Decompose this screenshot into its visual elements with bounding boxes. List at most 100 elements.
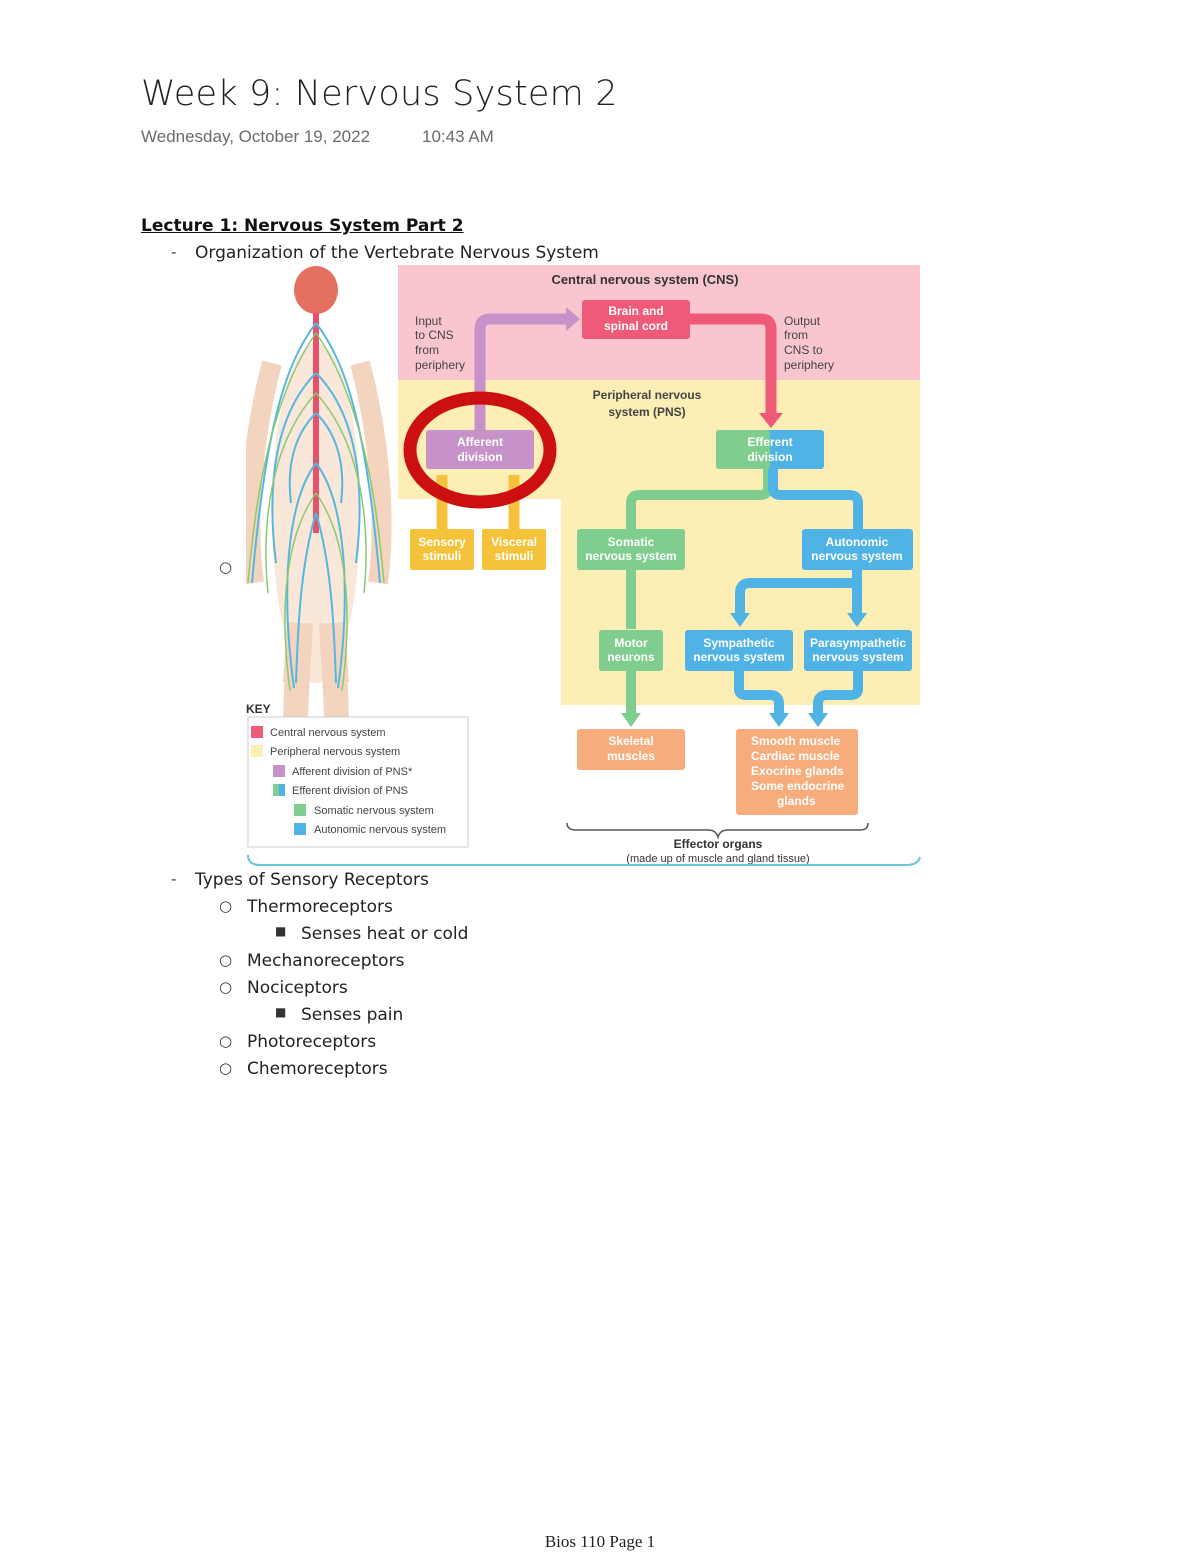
output-label-2: from [784, 328, 808, 342]
square-bullet: ■ [275, 924, 287, 938]
nociceptors-note: Senses pain [301, 1005, 404, 1025]
afferent-arrow [474, 313, 568, 433]
highlight-ring [403, 391, 557, 509]
key-label-efferent: Efferent division of PNS [292, 785, 408, 797]
effector-item-5: glands [777, 794, 816, 808]
page-footer: Bios 110 Page 1 [544, 1532, 656, 1551]
afferent-division-box [426, 430, 534, 469]
brain-label-line2: spinal cord [604, 319, 668, 333]
effector-arrowhead-right [808, 713, 828, 727]
key-label-cns: Central nervous system [270, 727, 386, 739]
effector-item-1: Smooth muscle [751, 734, 841, 748]
input-label-3: from [415, 343, 439, 357]
visceral-label-2: stimuli [495, 549, 534, 563]
motor-neurons-box [599, 630, 663, 671]
circle-bullet: ○ [219, 978, 233, 996]
afferent-label-1: Afferent [457, 435, 503, 449]
key-title: KEY [246, 702, 271, 716]
autonomic-branch [768, 469, 863, 529]
autonomic-nervous-system-box [802, 529, 913, 570]
efferent-arrow [690, 313, 777, 415]
sympathetic-label-2: nervous system [693, 650, 784, 664]
key-swatch-afferent [273, 765, 285, 777]
output-label-1: Output [784, 314, 821, 328]
somatic-nervous-system-box [577, 529, 685, 570]
sympathetic-label-1: Sympathetic [703, 636, 775, 650]
circle-bullet: ○ [219, 1032, 233, 1050]
effector-brace [566, 822, 869, 840]
sympathetic-arrowhead [730, 613, 750, 627]
output-label-3: CNS to [784, 343, 823, 357]
efferent-arrowhead [759, 413, 783, 428]
dash-bullet: - [171, 243, 177, 261]
pns-title-line1: Peripheral nervous [593, 388, 702, 402]
somatic-label-2: nervous system [585, 549, 676, 563]
skeletal-arrowhead [621, 713, 641, 727]
output-label-4: periphery [784, 358, 834, 372]
autonomic-split-lines [735, 570, 862, 615]
efferent-label-1: Efferent [747, 435, 792, 449]
parasympathetic-to-effector-line [813, 671, 863, 715]
brain-label-line1: Brain and [608, 304, 663, 318]
key-swatch-cns [251, 726, 263, 738]
skeletal-label-1: Skeletal [608, 734, 653, 748]
sympathetic-nervous-system-box [685, 630, 793, 671]
cns-title: Central nervous system (CNS) [551, 272, 738, 287]
outline-item-receptor-types: Types of Sensory Receptors [195, 870, 429, 890]
visceral-label-1: Visceral [491, 535, 537, 549]
sensory-label-1: Sensory [418, 535, 466, 549]
key-swatch-somatic [294, 804, 306, 816]
key-swatch-pns [251, 745, 263, 757]
afferent-arrowhead [566, 307, 580, 331]
output-label: Output from CNS to periphery [784, 314, 834, 372]
motor-label-1: Motor [614, 636, 648, 650]
afferent-label-2: division [457, 450, 502, 464]
skeletal-label-2: muscles [607, 749, 655, 763]
parasympathetic-arrowhead [847, 613, 867, 627]
key-box [247, 716, 469, 848]
parasympathetic-label-1: Parasympathetic [810, 636, 906, 650]
effector-arrowhead-left [769, 713, 789, 727]
receptor-nociceptors: Nociceptors [247, 978, 348, 998]
sensory-stimuli-box [410, 529, 474, 570]
square-bullet: ■ [275, 1005, 287, 1019]
circle-bullet: ○ [219, 951, 233, 969]
visceral-stimuli-box [482, 529, 546, 570]
autonomic-label-2: nervous system [811, 549, 902, 563]
effector-organs-sublabel: (made up of muscle and gland tissue) [626, 853, 809, 865]
somatic-label-1: Somatic [608, 535, 655, 549]
parasympathetic-nervous-system-box [804, 630, 912, 671]
effector-item-3: Exocrine glands [751, 764, 844, 778]
caption-bracket [247, 854, 921, 866]
page-title: Week 9: Nervous System 2 [141, 74, 618, 114]
receptor-chemoreceptors: Chemoreceptors [247, 1059, 388, 1079]
effector-item-4: Some endocrine [751, 779, 845, 793]
input-label-1: Input [415, 314, 442, 328]
smooth-muscle-effectors-box [736, 729, 858, 815]
pns-title-line2: system (PNS) [608, 405, 685, 419]
nervous-system-diagram: Central nervous system (CNS) Brain and s… [246, 265, 921, 866]
thermoreceptors-note: Senses heat or cold [301, 924, 469, 944]
skeletal-muscles-box [577, 729, 685, 770]
sensory-label-2: stimuli [423, 549, 462, 563]
circle-bullet: ○ [219, 558, 233, 576]
motor-label-2: neurons [607, 650, 655, 664]
efferent-division-box-green [716, 430, 770, 469]
key-label-pns: Peripheral nervous system [270, 746, 400, 758]
brain-spinal-cord-box [582, 300, 690, 339]
receptor-thermoreceptors: Thermoreceptors [247, 897, 393, 917]
circle-bullet: ○ [219, 1059, 233, 1077]
key-label-afferent: Afferent division of PNS* [292, 766, 413, 778]
time-text: 10:43 AM [422, 127, 494, 146]
circle-bullet: ○ [219, 897, 233, 915]
receptor-photoreceptors: Photoreceptors [247, 1032, 377, 1052]
effector-organs-label: Effector organs [674, 837, 763, 851]
key-label-autonomic: Autonomic nervous system [314, 824, 446, 836]
human-figure-illustration [246, 266, 392, 738]
sympathetic-to-effector-line [734, 671, 784, 715]
receptor-mechanoreceptors: Mechanoreceptors [247, 951, 405, 971]
efferent-label-2: division [747, 450, 792, 464]
key-swatch-autonomic [294, 823, 306, 835]
parasympathetic-label-2: nervous system [812, 650, 903, 664]
key-label-somatic: Somatic nervous system [314, 805, 434, 817]
